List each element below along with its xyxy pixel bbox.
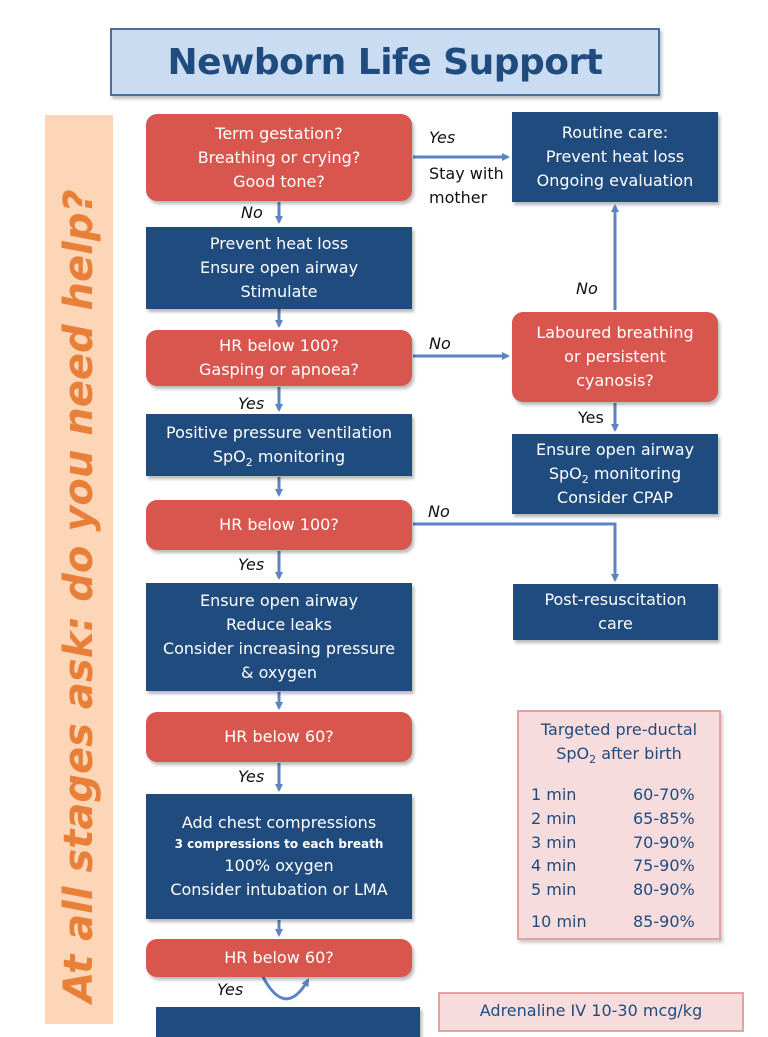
airway-line-2: Reduce leaks (226, 615, 332, 634)
spo2-row-value: 75-90% (633, 856, 695, 875)
cpap-line-2: SpO2 monitoring (549, 462, 681, 486)
hr-gasping-line-2: Gasping or apnoea? (198, 360, 359, 379)
spo2-heading-line-2: SpO2 after birth (519, 742, 719, 766)
hr-gasping-line-1: HR below 100? (219, 336, 339, 355)
label-stay-with: Stay with (429, 164, 504, 183)
adrenaline-box: Adrenaline IV 10-30 mcg/kg (438, 992, 744, 1032)
page-title: Newborn Life Support (167, 41, 603, 83)
hr60-text: HR below 60? (224, 727, 334, 746)
spo2-row-value: 70-90% (633, 833, 695, 852)
laboured-decision-box: Laboured breathing or persistent cyanosi… (512, 312, 718, 402)
compressions-line-3: 100% oxygen (224, 856, 334, 875)
label-yes-gasping: Yes (238, 394, 265, 413)
spo2-row: 5 min 80-90% (531, 878, 707, 902)
spo2-row-time: 2 min (531, 809, 577, 828)
label-no-laboured-up: No (576, 279, 598, 298)
spo2-row: 3 min 70-90% (531, 831, 707, 855)
bottom-action-box (156, 1007, 420, 1037)
arrow-hr100-to-postresus (413, 522, 619, 582)
hr60-repeat-text: HR below 60? (224, 948, 334, 967)
spo2-row-value: 65-85% (633, 809, 695, 828)
spo2-table-heading: Targeted pre-ductal SpO2 after birth (519, 718, 719, 766)
compressions-line-4: Consider intubation or LMA (170, 880, 388, 899)
spo2-row-value: 80-90% (633, 880, 695, 899)
hr60-decision-box: HR below 60? (146, 712, 412, 762)
spo2-heading-spo2: SpO (556, 744, 590, 763)
routine-care-box: Routine care: Prevent heat loss Ongoing … (512, 112, 718, 202)
compressions-line-1: Add chest compressions (181, 813, 377, 832)
title-box: Newborn Life Support (110, 28, 660, 96)
spo2-row-time: 1 min (531, 785, 577, 804)
compressions-box: Add chest compressions 3 compressions to… (146, 794, 412, 919)
side-banner (45, 115, 113, 1024)
hr100-decision-box: HR below 100? (146, 500, 412, 550)
initial-steps-line-2: Ensure open airway (199, 258, 359, 277)
hr60-repeat-decision-box: HR below 60? (146, 939, 412, 977)
cpap-line-3: Consider CPAP (557, 488, 673, 507)
ppv-spo2-sub: 2 (245, 456, 253, 470)
post-resus-line-2: care (598, 614, 633, 633)
initial-steps-line-3: Stimulate (240, 282, 318, 301)
routine-care-line-2: Prevent heat loss (545, 147, 685, 166)
assess-line-3: Good tone? (233, 171, 325, 191)
ppv-line-2: SpO2 monitoring (213, 445, 345, 469)
compressions-line-2: 3 compressions to each breath (174, 837, 384, 851)
airway-box: Ensure open airway Reduce leaks Consider… (146, 583, 412, 691)
arrow-loop-hr60b (260, 974, 310, 1001)
spo2-heading-after: after birth (596, 744, 682, 763)
routine-care-line-3: Ongoing evaluation (536, 171, 694, 190)
cpap-box: Ensure open airway SpO2 monitoring Consi… (512, 434, 718, 514)
airway-line-4: & oxygen (241, 663, 317, 682)
spo2-row-time: 4 min (531, 856, 577, 875)
hr100-text: HR below 100? (219, 515, 339, 534)
assess-line-1: Term gestation? (215, 123, 343, 143)
spo2-row-value: 85-90% (633, 912, 695, 931)
spo2-row: 1 min 60-70% (531, 783, 707, 807)
assess-decision-box: Term gestation? Breathing or crying? Goo… (146, 114, 412, 201)
initial-steps-box: Prevent heat loss Ensure open airway Sti… (146, 227, 412, 309)
spo2-row-time: 3 min (531, 833, 577, 852)
laboured-line-3: cyanosis? (576, 371, 654, 390)
label-no-gasping: No (429, 334, 451, 353)
laboured-line-2: or persistent (564, 347, 666, 366)
routine-care-line-1: Routine care: (561, 123, 669, 142)
assess-line-2: Breathing or crying? (197, 147, 361, 167)
spo2-row-time: 10 min (531, 912, 587, 931)
initial-steps-line-1: Prevent heat loss (209, 234, 349, 253)
laboured-line-1: Laboured breathing (536, 323, 694, 342)
hr-gasping-decision-box: HR below 100? Gasping or apnoea? (146, 330, 412, 386)
spo2-row-value: 60-70% (633, 785, 695, 804)
post-resus-line-1: Post-resuscitation (544, 590, 687, 609)
ppv-spo2: SpO (212, 447, 246, 466)
post-resus-box: Post-resuscitation care (513, 584, 718, 640)
cpap-monitoring: monitoring (588, 464, 682, 483)
cpap-spo2-sub: 2 (581, 473, 589, 487)
ppv-line-1: Positive pressure ventilation (165, 423, 393, 442)
ppv-box: Positive pressure ventilation SpO2 monit… (146, 414, 412, 476)
spo2-row: 10 min 85-90% (531, 910, 707, 934)
label-yes-laboured: Yes (578, 408, 604, 427)
spo2-heading-sub: 2 (589, 753, 597, 767)
label-yes-routine: Yes (429, 128, 456, 147)
cpap-line-1: Ensure open airway (535, 440, 695, 459)
spo2-row: 4 min 75-90% (531, 854, 707, 878)
label-yes-hr60-repeat: Yes (217, 980, 244, 999)
ppv-monitoring: monitoring (252, 447, 346, 466)
spo2-row-time: 5 min (531, 880, 577, 899)
label-yes-hr60: Yes (238, 767, 265, 786)
label-no-hr100: No (428, 502, 450, 521)
airway-line-3: Consider increasing pressure (162, 639, 396, 658)
airway-line-1: Ensure open airway (199, 591, 359, 610)
label-no-assess: No (241, 203, 263, 222)
spo2-targets-table: Targeted pre-ductal SpO2 after birth 1 m… (517, 710, 721, 940)
cpap-spo2: SpO (548, 464, 582, 483)
spo2-row: 2 min 65-85% (531, 807, 707, 831)
label-mother: mother (429, 188, 488, 207)
label-yes-hr100: Yes (238, 555, 265, 574)
spo2-heading-line-1: Targeted pre-ductal (540, 720, 698, 739)
